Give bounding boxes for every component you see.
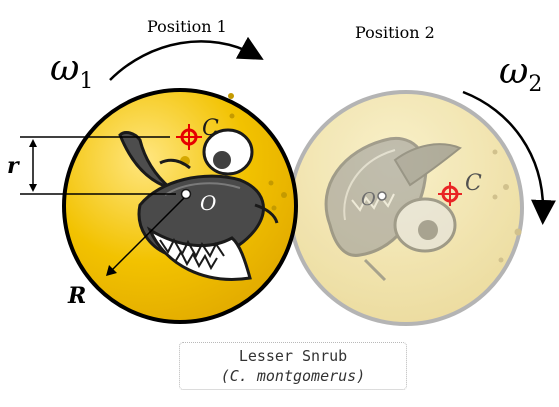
creature-position-2: [324, 137, 462, 282]
omega-2-subscript: 2: [528, 72, 542, 97]
species-caption: Lesser Snrub (C. montgomerus): [179, 342, 407, 390]
position-1-title: Position 1: [147, 17, 227, 36]
rotation-arrow-2: [462, 90, 556, 225]
radius-small-label: r: [7, 153, 20, 179]
omega-2-label: ω2: [499, 51, 542, 97]
rotation-arrow-1: [109, 36, 264, 81]
disc-position-1: O C: [62, 88, 298, 324]
center-label-position-1: O: [200, 191, 216, 215]
omega-1-symbol: ω: [50, 48, 79, 89]
creature-position-1: [118, 128, 279, 281]
centroid-marker-position-1: [176, 124, 202, 150]
dimension-R: [106, 197, 185, 276]
center-label-position-2: O: [361, 189, 376, 210]
species-common-name: Lesser Snrub: [238, 347, 348, 365]
centroid-marker-position-2: [438, 182, 462, 206]
omega-1-label: ω1: [50, 48, 93, 94]
species-scientific-name: (C. montgomerus): [220, 367, 366, 385]
dimension-r: [20, 136, 176, 195]
centroid-label-position-1: C: [202, 116, 219, 141]
omega-2-symbol: ω: [499, 51, 528, 92]
centroid-label-position-2: C: [465, 171, 482, 196]
omega-1-subscript: 1: [79, 69, 93, 94]
disc-position-2: O C: [288, 90, 524, 326]
radius-large-label: R: [67, 283, 86, 309]
position-2-title: Position 2: [355, 23, 435, 42]
